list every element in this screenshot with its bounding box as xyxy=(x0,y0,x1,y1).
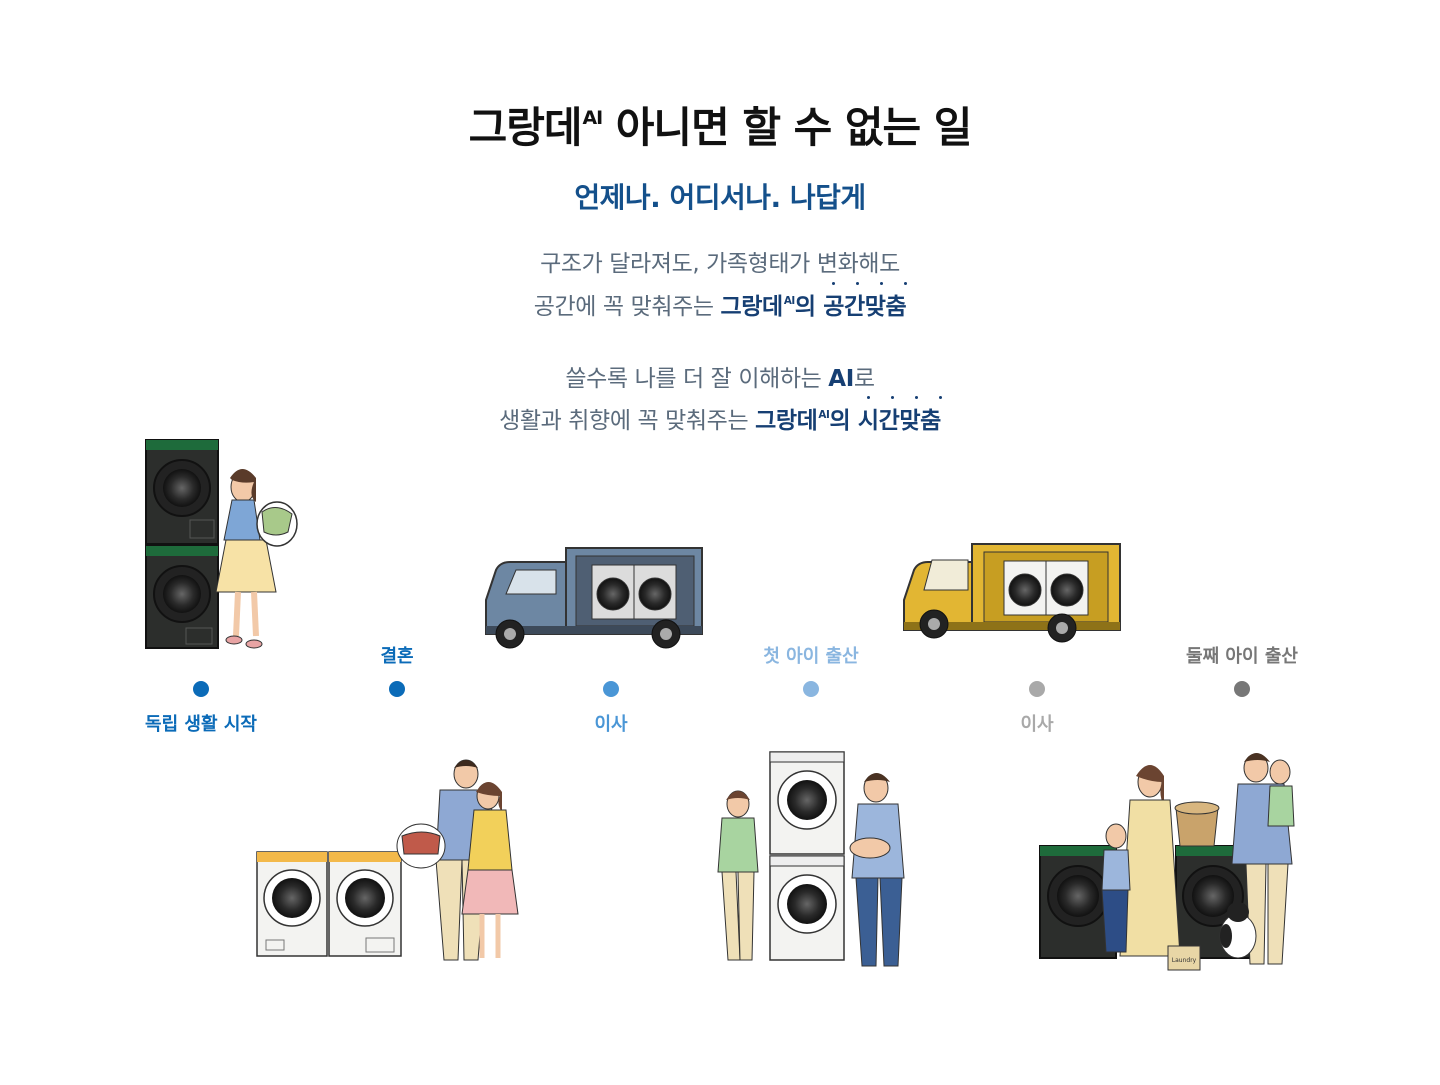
timeline-label-1: 독립 생활 시작 xyxy=(145,714,257,735)
title-ai-superscript: AI xyxy=(582,107,604,130)
scene-first-child xyxy=(717,751,905,967)
older-child xyxy=(1101,823,1131,953)
father-with-baby xyxy=(849,773,905,967)
paragraph2-line1-text: 쓸수록 나를 더 잘 이해하는 xyxy=(565,366,829,392)
timeline-dot-4 xyxy=(803,681,819,697)
paragraph2-line2: 생활과 취향에 꼭 맞춰주는 그랑데AI의 시간맞춤 xyxy=(0,396,1440,435)
subtitle: 언제나. 어디서나. 나답게 xyxy=(574,181,866,214)
timeline-dot-6 xyxy=(1234,681,1250,697)
ai-word: AI xyxy=(828,366,854,392)
dog xyxy=(1219,902,1257,959)
timeline-label-5: 이사 xyxy=(1020,714,1054,735)
paragraph1-line2: 공간에 꼭 맞춰주는 그랑데AI의 공간맞춤 xyxy=(0,282,1440,321)
paragraph1-line2-text: 공간에 꼭 맞춰주는 xyxy=(533,294,721,320)
timeline-label-2: 결혼 xyxy=(380,646,414,667)
space-fit-emphasis: 공간맞춤 xyxy=(823,282,908,321)
title-brand: 그랑데 xyxy=(468,103,583,152)
scene-marriage xyxy=(256,759,519,961)
paragraph1-line1: 구조가 달라져도, 가족형태가 변화해도 xyxy=(540,251,900,277)
timeline-dot-1 xyxy=(193,681,209,697)
timeline-dot-3 xyxy=(603,681,619,697)
wicker-basket xyxy=(1174,801,1220,847)
stacked-white-washer-dryer xyxy=(769,751,845,961)
truck-yellow-move xyxy=(903,543,1121,643)
scene-second-child: Laundry xyxy=(1039,753,1295,971)
woman-with-basket xyxy=(215,469,298,649)
paragraph2-line2-text: 생활과 취향에 꼭 맞춰주는 xyxy=(499,408,756,434)
scene-independent-life xyxy=(145,439,298,649)
white-washer-pair xyxy=(256,851,402,957)
paragraph1-brand: 그랑데AI의 공간맞춤 xyxy=(721,282,908,320)
stacked-dark-washer-dryer xyxy=(145,439,219,649)
mother-figure-yellow-dress xyxy=(1119,765,1181,957)
timeline-dot-5 xyxy=(1029,681,1045,697)
truck-blue-move xyxy=(485,547,703,649)
timeline-label-3: 이사 xyxy=(594,714,628,735)
couple-with-laundry-basket xyxy=(396,759,519,961)
page-title: 그랑데AI 아니면 할 수 없는 일 xyxy=(0,94,1440,155)
mother-figure xyxy=(717,790,759,961)
detergent-box-label: Laundry xyxy=(1172,957,1197,964)
timeline-label-6: 둘째 아이 출산 xyxy=(1186,646,1298,667)
paragraph2-brand: 그랑데AI의 시간맞춤 xyxy=(755,396,942,434)
title-rest: 아니면 할 수 없는 일 xyxy=(602,103,973,152)
timeline-dot-2 xyxy=(389,681,405,697)
time-fit-emphasis: 시간맞춤 xyxy=(858,396,942,435)
paragraph2-line1: 쓸수록 나를 더 잘 이해하는 AI로 xyxy=(565,366,875,392)
timeline-label-4: 첫 아이 출산 xyxy=(763,646,859,667)
laundry-detergent-box: Laundry xyxy=(1167,945,1201,971)
